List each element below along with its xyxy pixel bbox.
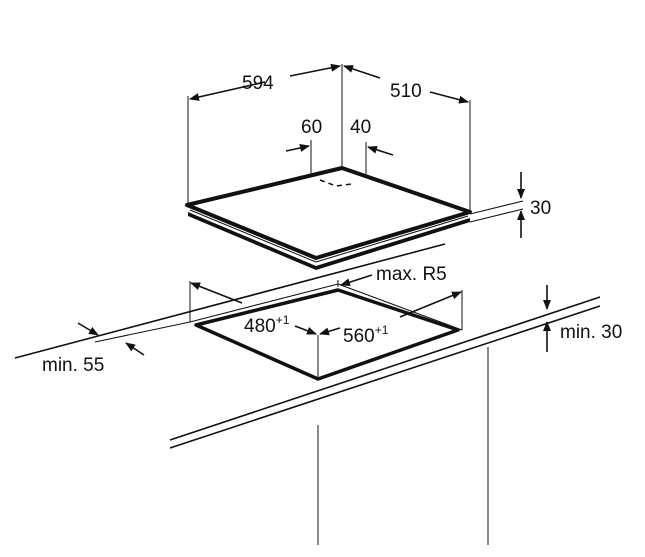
hob-height-label: 30 [530,198,551,219]
cutout-dimensions: 480+1 560+1 max. R5 min. 55 min. 30 [42,264,622,376]
worktop [14,243,601,545]
hob-width-label: 594 [242,73,274,94]
cutout [189,280,463,381]
hob [185,64,524,270]
corner-radius-label: max. R5 [376,264,447,285]
cutout-width-label: 560+1 [343,323,389,347]
front-distance-label: min. 55 [42,355,104,376]
hob-offset-left-label: 60 [301,117,322,138]
hob-depth-label: 510 [390,81,422,102]
cutout-depth-label: 480+1 [244,313,290,337]
worktop-thickness-label: min. 30 [560,322,622,343]
hob-dimensions: 594 510 60 40 30 [189,63,551,238]
hob-offset-right-label: 40 [350,117,371,138]
